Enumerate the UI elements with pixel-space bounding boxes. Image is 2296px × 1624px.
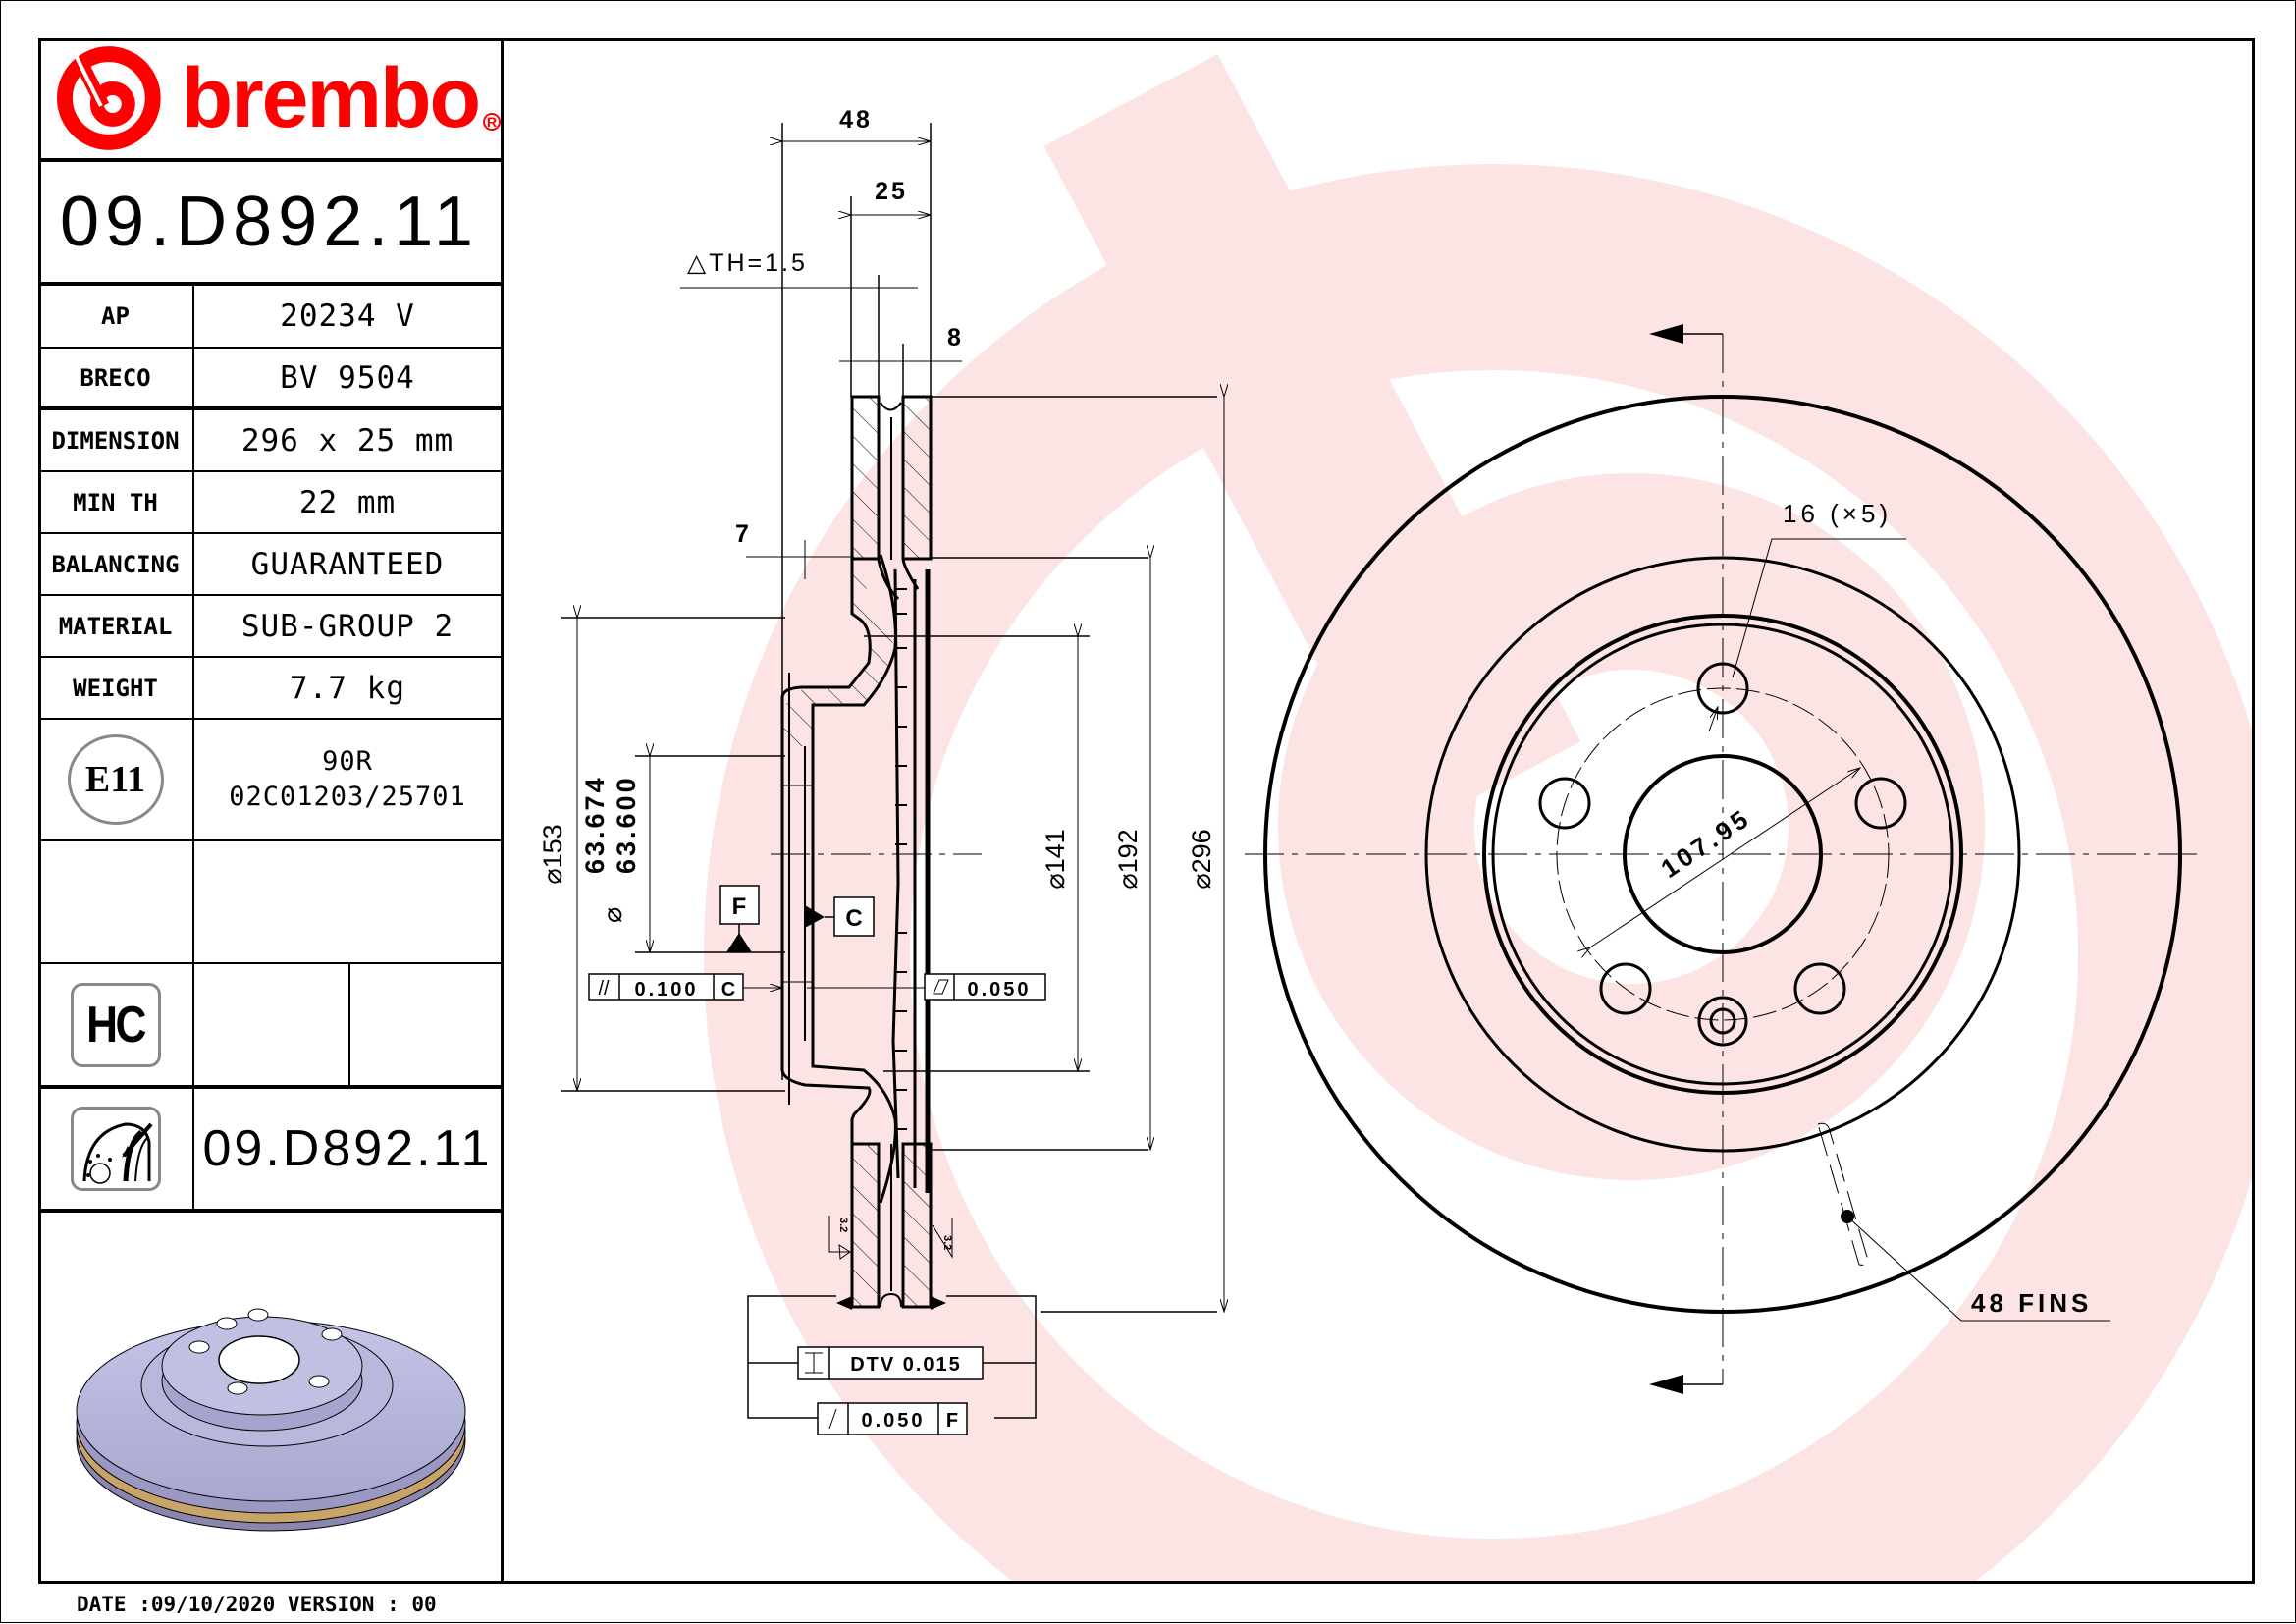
flatness-value: 0.050 (967, 979, 1031, 1001)
registered-mark: R (483, 113, 501, 131)
spec-label: BRECO (38, 349, 194, 406)
hc-badge-cell: HC (38, 964, 194, 1085)
spec-value: 296 x 25 mm (240, 422, 454, 459)
dtv-value: DTV 0.015 (850, 1354, 962, 1376)
spec-label: BALANCING (38, 534, 194, 594)
spec-label: MIN TH (38, 472, 194, 532)
coating-row: 09.D892.11 (38, 1089, 501, 1213)
homologation-badge-cell: E11 (38, 720, 194, 839)
datum-c-label: C (845, 905, 862, 932)
dim-overall-width: 48 (839, 106, 873, 134)
parallelism-icon: // (598, 978, 610, 1000)
dim-d141: ⌀141 (1041, 829, 1070, 889)
spec-value: 20234 V (280, 298, 415, 334)
empty-row (38, 841, 501, 964)
spec-row-balancing: BALANCING GUARANTEED (38, 534, 501, 596)
spec-row-material: MATERIAL SUB-GROUP 2 (38, 596, 501, 658)
part-number: 09.D892.11 (38, 162, 501, 286)
disc-3d-render (38, 1213, 501, 1581)
homologation-row: E11 90R 02C01203/25701 (38, 720, 501, 841)
spec-value: 7.7 kg (290, 670, 405, 706)
coating-icon-cell (38, 1089, 194, 1209)
spec-value: 22 mm (298, 484, 397, 520)
info-panel: brembo R 09.D892.11 AP 20234 V BRECO BV … (38, 38, 504, 1584)
roughness-right: 3.2 (941, 1235, 953, 1250)
coating-part-number: 09.D892.11 (202, 1120, 493, 1177)
spec-value: SUB-GROUP 2 (240, 608, 454, 644)
hc-icon: HC (86, 996, 146, 1054)
roughness-left: 3.2 (837, 1218, 849, 1232)
coated-disc-icon (70, 1107, 161, 1191)
homologation-line2: 02C01203/25701 (229, 782, 466, 812)
brand-logo: brembo R (38, 38, 501, 162)
pcd-label: 107.95 (1656, 802, 1757, 884)
homologation-line1: 90R (322, 746, 373, 777)
e11-badge-icon: E11 (84, 759, 146, 800)
homologation-text: 90R 02C01203/25701 (194, 720, 501, 839)
dim-thickness: 25 (875, 178, 908, 205)
runout-datum: F (946, 1410, 958, 1432)
hc-badge: HC (70, 982, 161, 1067)
hc-row: HC (38, 964, 501, 1089)
datum-f-label: F (732, 893, 747, 920)
spec-row-min-th: MIN TH 22 mm (38, 472, 501, 534)
dim-d153: ⌀153 (538, 824, 567, 884)
spec-row-breco: BRECO BV 9504 (38, 349, 501, 410)
parallelism-datum: C (721, 979, 735, 1001)
front-view (1245, 324, 2204, 1394)
dim-d296: ⌀296 (1187, 829, 1216, 889)
bolt-holes-label: 16 (×5) (1783, 499, 1892, 528)
drawing-frame (38, 38, 2255, 1584)
spec-label: DIMENSION (38, 410, 194, 470)
spec-value: GUARANTEED (250, 546, 445, 582)
spec-row-weight: WEIGHT 7.7 kg (38, 658, 501, 720)
spec-row-dimension: DIMENSION 296 x 25 mm (38, 410, 501, 472)
dim-hat-wall: 7 (735, 520, 749, 548)
fins-label: 48 FINS (1971, 1288, 2092, 1318)
dim-d63-lower: 63.600 (612, 775, 641, 874)
runout-value: 0.050 (861, 1410, 925, 1432)
dim-d192: ⌀192 (1113, 829, 1143, 889)
dim-vent-gap: 8 (947, 324, 961, 352)
dim-d63-upper: 63.674 (580, 775, 610, 874)
spec-label: MATERIAL (38, 596, 194, 656)
diameter-symbol-icon: ⌀ (598, 907, 627, 923)
spec-value: BV 9504 (280, 359, 415, 396)
hc-empty-cell (194, 964, 350, 1085)
date-version: DATE :09/10/2020 VERSION : 00 (77, 1593, 437, 1616)
brembo-logo-icon (56, 46, 161, 150)
outer-edge (1263, 395, 2182, 1314)
dim-delta-th: △TH=1.5 (687, 249, 808, 277)
spec-label: AP (38, 286, 194, 347)
spec-row-ap: AP 20234 V (38, 286, 501, 349)
parallelism-value: 0.100 (634, 979, 698, 1001)
section-view (561, 123, 1224, 1435)
brand-name: brembo (181, 51, 481, 145)
empty-cell (38, 841, 194, 962)
spec-label: WEIGHT (38, 658, 194, 718)
